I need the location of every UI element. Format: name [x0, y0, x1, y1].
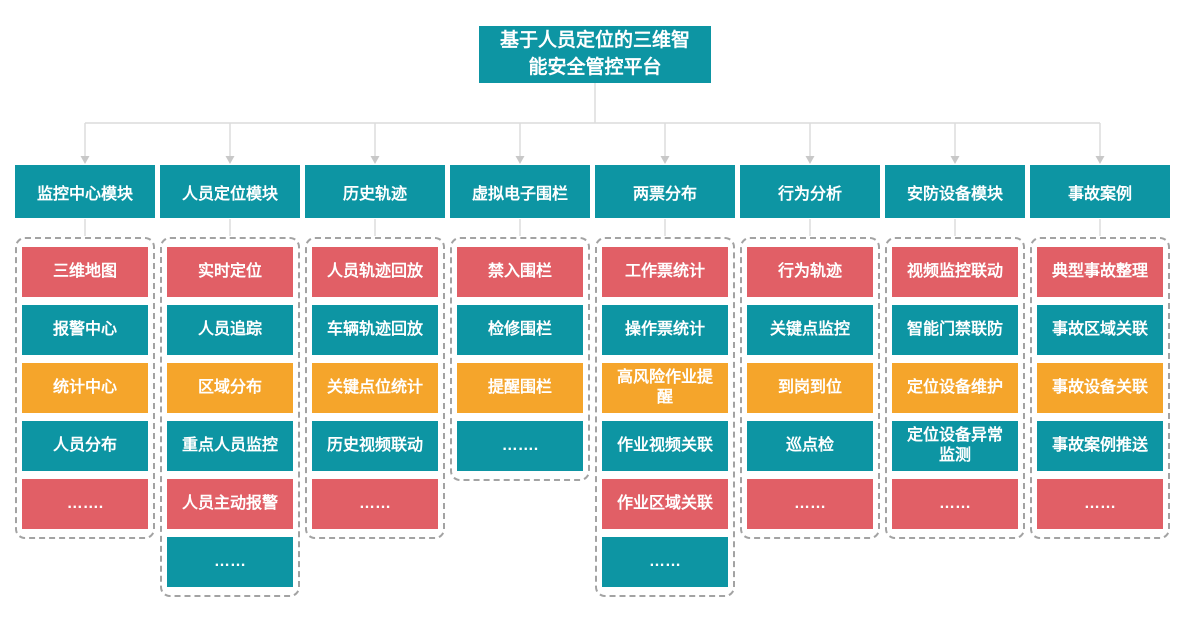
- root-node-label: 基于人员定位的三维智能安全管控平台: [499, 29, 690, 78]
- module-item[interactable]: …….: [22, 479, 148, 529]
- module-item[interactable]: 实时定位: [167, 247, 293, 297]
- arrow-down-icon: [80, 156, 90, 164]
- module-items-container: 实时定位人员追踪区域分布重点人员监控人员主动报警 ……: [160, 237, 300, 597]
- module-item[interactable]: 关键点位统计: [312, 363, 438, 413]
- arrow-down-icon: [1095, 156, 1105, 164]
- module-item[interactable]: 事故区域关联: [1037, 305, 1163, 355]
- module-item[interactable]: 关键点监控: [747, 305, 873, 355]
- module-items-container: 禁入围栏检修围栏提醒围栏 …….: [450, 237, 590, 481]
- module-column: 事故案例典型事故整理事故区域关联事故设备关联事故案例推送 ……: [1030, 165, 1170, 539]
- module-column: 安防设备模块视频监控联动智能门禁联防定位设备维护定位设备异常监测 ……: [885, 165, 1025, 539]
- module-item[interactable]: 人员分布: [22, 421, 148, 471]
- arrow-down-icon: [660, 156, 670, 164]
- module-item[interactable]: 作业视频关联: [602, 421, 728, 471]
- module-item[interactable]: ……: [167, 537, 293, 587]
- module-item[interactable]: 事故案例推送: [1037, 421, 1163, 471]
- module-items-container: 人员轨迹回放车辆轨迹回放关键点位统计历史视频联动 ……: [305, 237, 445, 539]
- module-column: 监控中心模块三维地图报警中心统计中心人员分布 …….: [15, 165, 155, 539]
- module-item[interactable]: 报警中心: [22, 305, 148, 355]
- module-item[interactable]: 禁入围栏: [457, 247, 583, 297]
- module-item[interactable]: 统计中心: [22, 363, 148, 413]
- module-column: 行为分析行为轨迹关键点监控到岗到位巡点检 ……: [740, 165, 880, 539]
- module-item[interactable]: 检修围栏: [457, 305, 583, 355]
- arrow-down-icon: [515, 156, 525, 164]
- module-item[interactable]: 提醒围栏: [457, 363, 583, 413]
- arrow-down-icon: [370, 156, 380, 164]
- module-items-container: 行为轨迹关键点监控到岗到位巡点检 ……: [740, 237, 880, 539]
- module-item[interactable]: 定位设备维护: [892, 363, 1018, 413]
- module-item[interactable]: …….: [457, 421, 583, 471]
- module-item[interactable]: 巡点检: [747, 421, 873, 471]
- module-item[interactable]: ……: [602, 537, 728, 587]
- module-item[interactable]: 智能门禁联防: [892, 305, 1018, 355]
- module-item[interactable]: 重点人员监控: [167, 421, 293, 471]
- module-item[interactable]: 区域分布: [167, 363, 293, 413]
- module-item[interactable]: 人员追踪: [167, 305, 293, 355]
- module-items-container: 典型事故整理事故区域关联事故设备关联事故案例推送 ……: [1030, 237, 1170, 539]
- module-item[interactable]: ……: [312, 479, 438, 529]
- module-items-container: 三维地图报警中心统计中心人员分布 …….: [15, 237, 155, 539]
- module-item[interactable]: 操作票统计: [602, 305, 728, 355]
- module-item[interactable]: 人员主动报警: [167, 479, 293, 529]
- module-item[interactable]: 行为轨迹: [747, 247, 873, 297]
- module-header[interactable]: 监控中心模块: [15, 165, 155, 218]
- module-item[interactable]: 历史视频联动: [312, 421, 438, 471]
- module-item[interactable]: 工作票统计: [602, 247, 728, 297]
- module-header[interactable]: 人员定位模块: [160, 165, 300, 218]
- module-item[interactable]: 车辆轨迹回放: [312, 305, 438, 355]
- module-item[interactable]: 作业区域关联: [602, 479, 728, 529]
- module-item[interactable]: 高风险作业提醒: [602, 363, 728, 413]
- module-item[interactable]: 视频监控联动: [892, 247, 1018, 297]
- module-header[interactable]: 安防设备模块: [885, 165, 1025, 218]
- module-column: 人员定位模块实时定位人员追踪区域分布重点人员监控人员主动报警 ……: [160, 165, 300, 597]
- module-column: 虚拟电子围栏禁入围栏检修围栏提醒围栏 …….: [450, 165, 590, 481]
- module-item[interactable]: ……: [892, 479, 1018, 529]
- module-item[interactable]: 定位设备异常监测: [892, 421, 1018, 471]
- module-header[interactable]: 历史轨迹: [305, 165, 445, 218]
- module-item[interactable]: 三维地图: [22, 247, 148, 297]
- module-item[interactable]: 人员轨迹回放: [312, 247, 438, 297]
- root-node[interactable]: 基于人员定位的三维智能安全管控平台: [479, 26, 711, 83]
- module-column: 历史轨迹人员轨迹回放车辆轨迹回放关键点位统计历史视频联动 ……: [305, 165, 445, 539]
- module-header[interactable]: 行为分析: [740, 165, 880, 218]
- arrow-down-icon: [805, 156, 815, 164]
- module-item[interactable]: 到岗到位: [747, 363, 873, 413]
- module-column: 两票分布工作票统计操作票统计高风险作业提醒作业视频关联作业区域关联 ……: [595, 165, 735, 597]
- arrow-down-icon: [950, 156, 960, 164]
- module-item[interactable]: ……: [1037, 479, 1163, 529]
- module-header[interactable]: 事故案例: [1030, 165, 1170, 218]
- module-header[interactable]: 两票分布: [595, 165, 735, 218]
- columns-row: 监控中心模块三维地图报警中心统计中心人员分布…….人员定位模块实时定位人员追踪区…: [15, 165, 1170, 597]
- module-items-container: 视频监控联动智能门禁联防定位设备维护定位设备异常监测 ……: [885, 237, 1025, 539]
- module-items-container: 工作票统计操作票统计高风险作业提醒作业视频关联作业区域关联 ……: [595, 237, 735, 597]
- module-item[interactable]: ……: [747, 479, 873, 529]
- arrow-down-icon: [225, 156, 235, 164]
- module-header[interactable]: 虚拟电子围栏: [450, 165, 590, 218]
- module-item[interactable]: 事故设备关联: [1037, 363, 1163, 413]
- module-item[interactable]: 典型事故整理: [1037, 247, 1163, 297]
